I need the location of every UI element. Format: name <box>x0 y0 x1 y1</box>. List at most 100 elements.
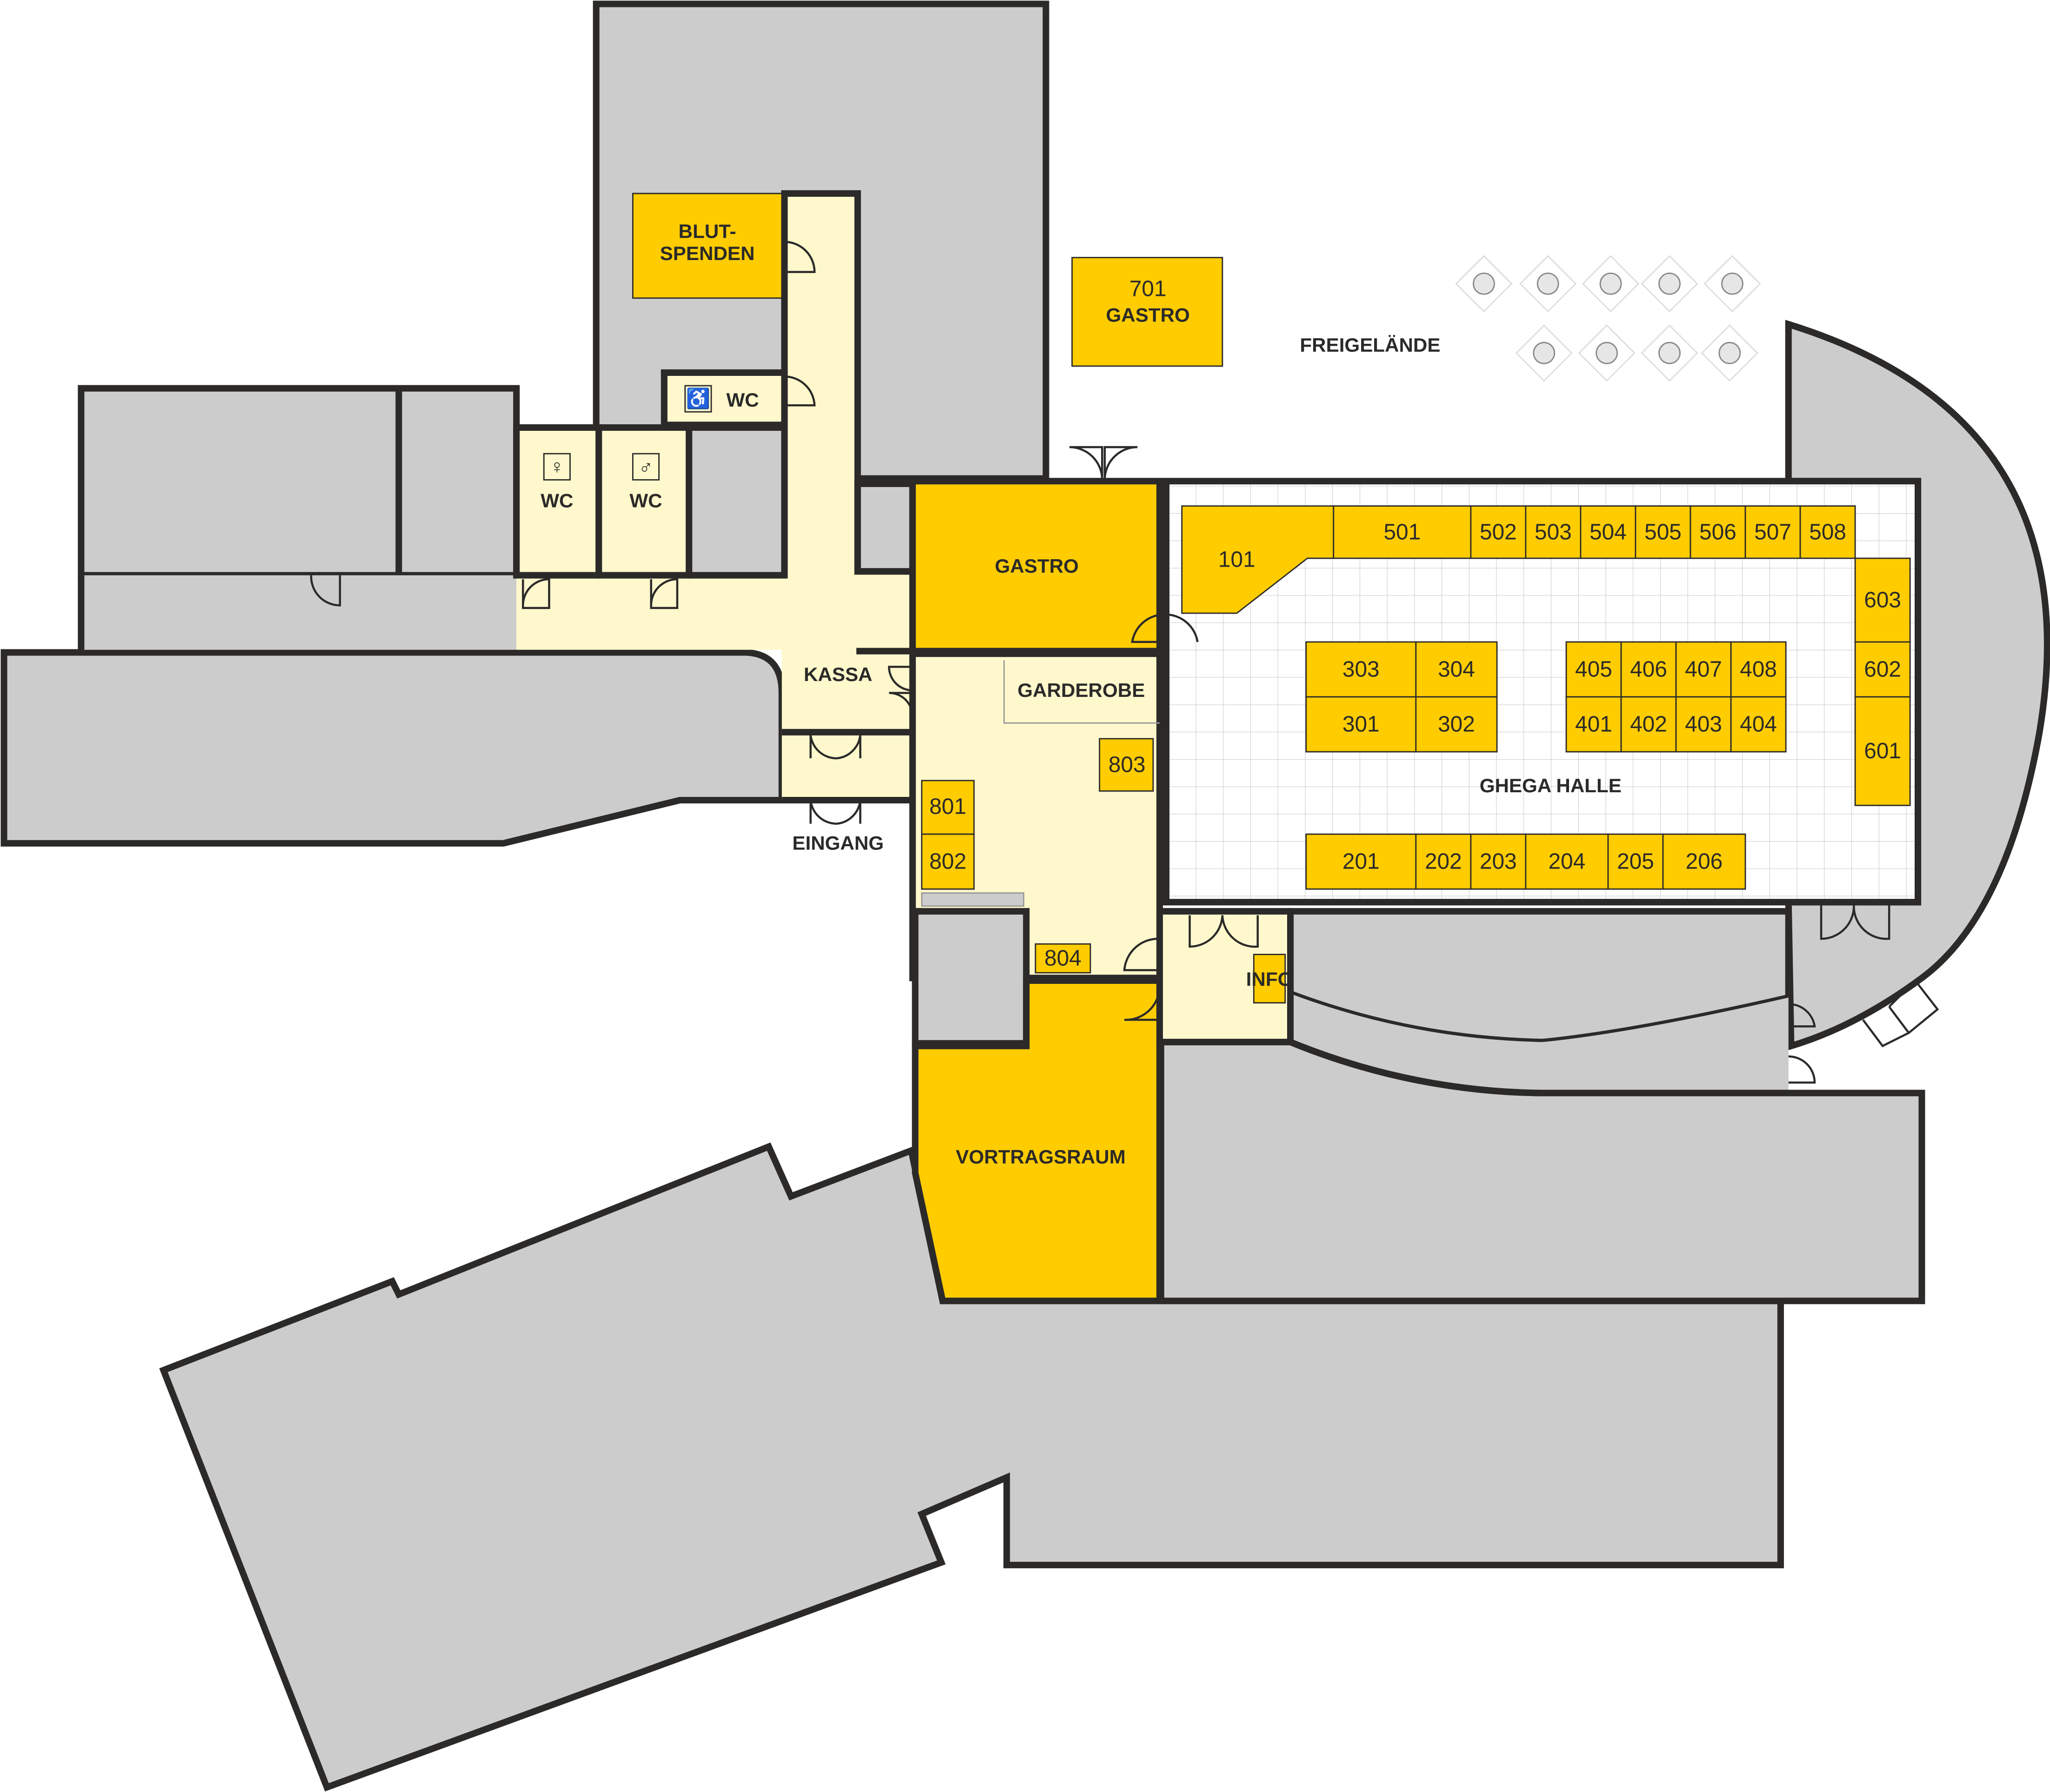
booth-label: 304 <box>1438 657 1475 682</box>
label-garderobe: GARDEROBE <box>1017 679 1145 701</box>
man-icon: ♂ <box>632 453 660 481</box>
booth-407[interactable] <box>1675 641 1732 698</box>
label-804: 804 <box>1044 946 1082 970</box>
label-eingang: EINGANG <box>792 832 884 854</box>
booth-label: 403 <box>1685 712 1722 736</box>
booth-408[interactable] <box>1730 641 1787 698</box>
label-701: 701 <box>1129 277 1167 301</box>
table-icon <box>1641 255 1698 313</box>
booth-label: 406 <box>1630 657 1667 682</box>
building-east-curve <box>1785 320 2050 1050</box>
label-vortragsraum: VORTRAGSRAUM <box>956 1146 1126 1168</box>
svg-text:♀: ♀ <box>550 455 565 477</box>
booth-label: 602 <box>1864 657 1901 682</box>
table-icon <box>1703 255 1761 313</box>
booth-804[interactable] <box>1035 943 1091 974</box>
booth-303[interactable] <box>1305 641 1417 698</box>
label-wc-accessible: WC <box>726 389 759 411</box>
booth-404[interactable] <box>1730 696 1787 753</box>
label-gastro: GASTRO <box>995 555 1079 577</box>
booth-304[interactable] <box>1415 641 1498 698</box>
booth-701-gastro[interactable] <box>1071 257 1223 367</box>
label-wc-men: WC <box>629 489 662 511</box>
booth-info[interactable] <box>1253 954 1286 1004</box>
building-west <box>0 649 785 847</box>
label-ghega-halle: GHEGA HALLE <box>1480 775 1622 796</box>
label-info: INFO <box>1246 968 1293 990</box>
booth-label: 303 <box>1342 657 1380 682</box>
table-icon <box>1582 255 1640 313</box>
table-icon <box>1515 324 1573 382</box>
booth-label: 205 <box>1617 849 1654 874</box>
booth-label: 402 <box>1630 712 1667 736</box>
booth-label: 101 <box>1218 547 1255 572</box>
booth-802[interactable] <box>921 833 975 890</box>
booth-label: 503 <box>1535 520 1572 544</box>
label-801: 801 <box>929 794 967 819</box>
label-kassa: KASSA <box>804 663 873 685</box>
booth-label: 202 <box>1425 849 1462 874</box>
table-icon <box>1701 324 1758 382</box>
doors <box>310 241 1939 1084</box>
label-blutspenden-2: SPENDEN <box>660 242 755 264</box>
booth-503[interactable] <box>1525 505 1582 559</box>
table-icon <box>1578 324 1636 382</box>
booth-505[interactable] <box>1635 505 1691 559</box>
wc-accessible-room <box>661 369 788 428</box>
booth-label: 405 <box>1575 657 1612 682</box>
room-gastro <box>909 478 1163 655</box>
booth-506[interactable] <box>1689 505 1746 559</box>
booth-label: 301 <box>1342 712 1380 736</box>
booth-406[interactable] <box>1620 641 1677 698</box>
table-icon <box>1519 255 1577 313</box>
booth-603[interactable] <box>1854 557 1911 643</box>
booth-label: 603 <box>1864 588 1901 612</box>
outdoor-tables <box>1455 255 1761 382</box>
label-701-gastro: GASTRO <box>1106 304 1190 326</box>
label-wc-women: WC <box>541 489 573 511</box>
table-icon <box>1641 324 1698 382</box>
booth-508[interactable] <box>1799 505 1856 559</box>
booth-204[interactable] <box>1525 833 1609 890</box>
booth-label: 201 <box>1342 849 1380 874</box>
booth-label: 502 <box>1480 520 1517 544</box>
svg-text:♂: ♂ <box>639 455 654 477</box>
room-blutspenden <box>632 193 783 299</box>
building-northwest-strip <box>81 575 517 650</box>
booth-label: 508 <box>1809 520 1846 544</box>
booth-206[interactable] <box>1662 833 1746 890</box>
booth-label: 203 <box>1480 849 1517 874</box>
booth-507[interactable] <box>1744 505 1801 559</box>
label-802: 802 <box>929 849 967 874</box>
wc-men-room <box>595 424 693 579</box>
booth-504[interactable] <box>1580 505 1636 559</box>
booth-502[interactable] <box>1470 505 1527 559</box>
svg-text:♿: ♿ <box>686 387 710 410</box>
booth-402[interactable] <box>1620 696 1677 753</box>
booth-label: 507 <box>1754 520 1791 544</box>
booth-label: 504 <box>1589 520 1627 544</box>
booth-label: 408 <box>1740 657 1777 682</box>
table-icon <box>1455 255 1513 313</box>
booth-801[interactable] <box>921 780 975 835</box>
booth-501[interactable] <box>1333 505 1472 559</box>
booth-202[interactable] <box>1415 833 1472 890</box>
label-blutspenden-1: BLUT- <box>679 220 736 242</box>
corridor <box>516 193 913 800</box>
booth-label: 206 <box>1686 849 1723 874</box>
booth-803[interactable] <box>1099 738 1154 792</box>
wheelchair-icon: ♿ <box>684 385 712 413</box>
booth-label: 501 <box>1383 520 1421 544</box>
booth-601[interactable] <box>1854 696 1911 806</box>
booth-label: 601 <box>1864 739 1901 763</box>
booth-label: 505 <box>1644 520 1682 544</box>
booth-label: 506 <box>1699 520 1736 544</box>
booth-301[interactable] <box>1305 696 1417 753</box>
booth-602[interactable] <box>1854 641 1911 698</box>
booth-302[interactable] <box>1415 696 1498 753</box>
booth-label: 404 <box>1740 712 1777 736</box>
booth-203[interactable] <box>1470 833 1527 890</box>
label-freigelaende: FREIGELÄNDE <box>1300 334 1440 356</box>
woman-icon: ♀ <box>543 453 571 481</box>
booth-label: 302 <box>1438 712 1475 736</box>
